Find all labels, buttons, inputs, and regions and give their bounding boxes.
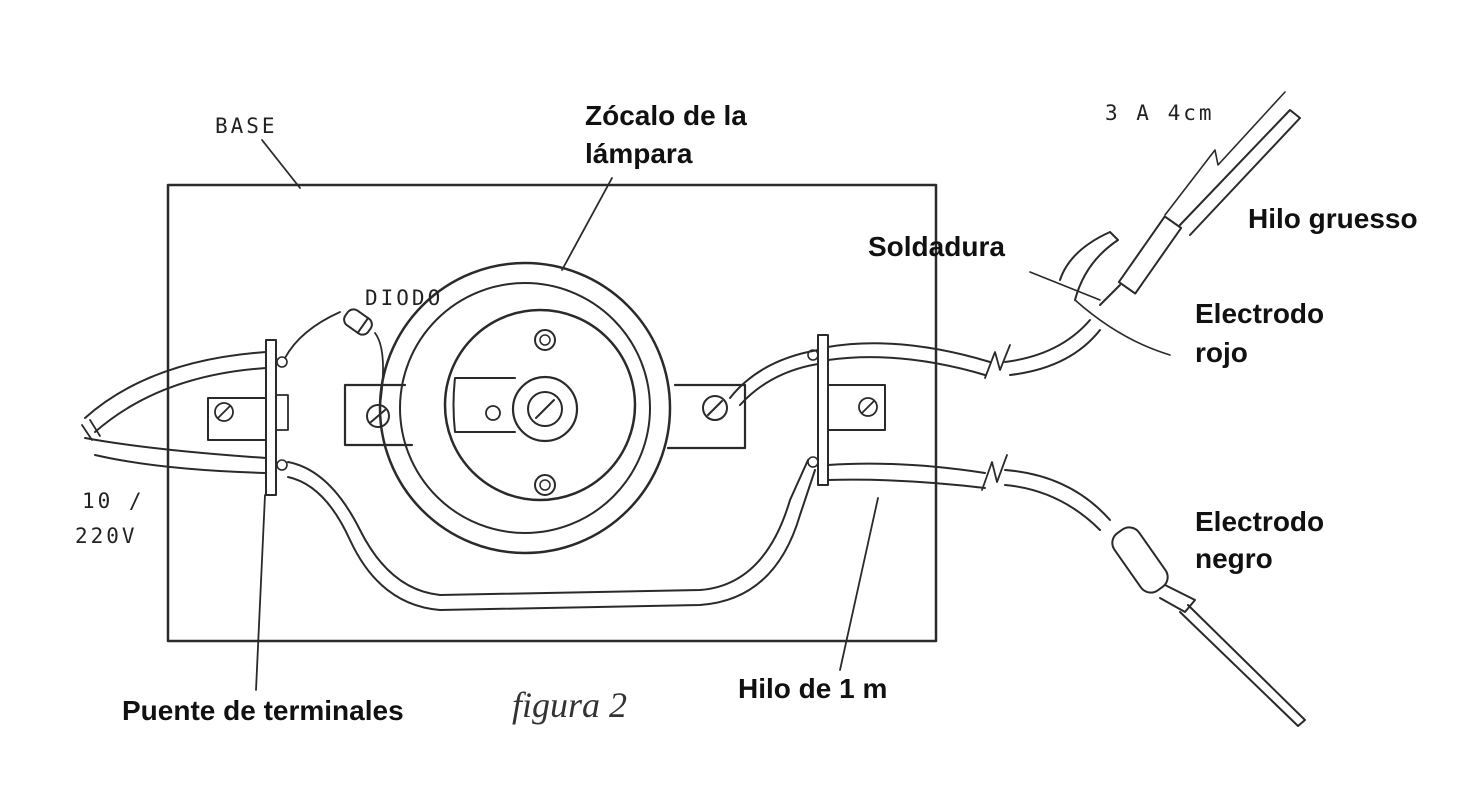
label-red-electrode-2: rojo [1195,337,1248,368]
socket-wire [729,349,819,399]
label-red-electrode-1: Electrodo [1195,298,1324,329]
base-leader-line [261,139,301,189]
label-voltage-1: 10 / [82,489,145,513]
terminal-strip-leader [255,494,266,691]
label-diode: DIODO [365,286,443,310]
terminal-strip-left [207,339,289,496]
bridge-wire-inner [287,469,816,611]
base-board [166,183,938,643]
label-black-electrode-1: Electrodo [1195,506,1324,537]
black-electrode-probe [1111,526,1306,727]
label-terminal-strip: Puente de terminales [122,695,404,726]
red-electrode-wire [827,319,1101,379]
label-base: BASE [215,114,278,138]
label-black-electrode-2: negro [1195,543,1273,574]
bridge-wire [287,459,809,596]
label-length: 3 A 4cm [1105,101,1215,125]
figure-caption: figura 2 [512,685,627,725]
diode [284,308,384,406]
label-wire-1m: Hilo de 1 m [738,673,887,704]
mains-wires [81,351,267,474]
solder-leader-line [1029,271,1101,301]
label-solder: Soldadura [868,231,1005,262]
label-socket-1: Zócalo de la [585,100,747,131]
wire-1m-leader [839,497,879,671]
red-electrode-probe [1059,91,1301,356]
black-electrode-wire [827,454,1111,531]
socket-leader-line [561,177,613,271]
lamp-socket [343,261,747,555]
label-voltage-2: 220V [75,524,138,548]
label-thick-wire: Hilo gruesso [1248,203,1418,234]
label-socket-2: lámpara [585,138,693,169]
